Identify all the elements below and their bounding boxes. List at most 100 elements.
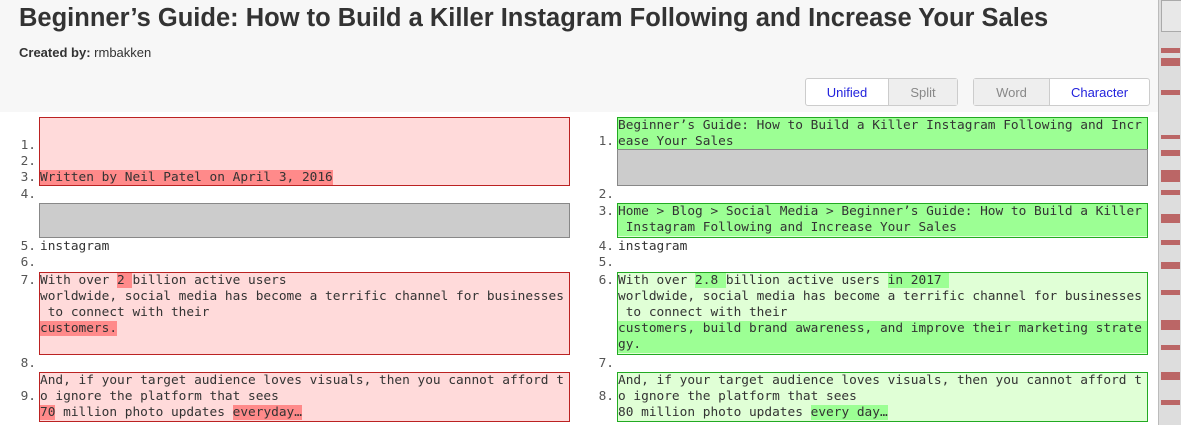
diff-line: 4. instagram	[599, 239, 1147, 255]
line-text: worldwide, social media has become a ter…	[40, 289, 564, 304]
line-number: 4.	[20, 187, 36, 202]
line-text: worldwide, social media has become a ter…	[618, 289, 1142, 304]
diff-line: to connect with their	[618, 305, 1147, 321]
diff-line: 2.	[21, 154, 569, 170]
line-number: 9.	[20, 389, 36, 404]
line-text: ease Your Sales	[618, 134, 734, 149]
diff-line: 7.	[599, 356, 1147, 372]
line-text: And, if your target audience loves visua…	[40, 373, 564, 388]
inserted-text: in 2017	[887, 273, 950, 288]
diff-line: 70 million photo updates everyday…	[40, 405, 569, 421]
line-number: 3.	[20, 170, 36, 185]
created-by-label: Created by:	[19, 45, 91, 60]
inserted-text: 2.8	[695, 273, 726, 288]
line-number: 2.	[20, 154, 36, 169]
inserted-block: Beginner’s Guide: How to Build a Killer …	[599, 117, 1148, 150]
diff-line: 5. instagram	[21, 239, 569, 255]
line-text: With over	[618, 273, 696, 288]
deleted-text: customers.	[40, 321, 118, 336]
unchanged-line: 5.	[599, 254, 1148, 271]
unchanged-line: 4.	[21, 186, 570, 203]
deleted-text: everyday…	[232, 405, 302, 420]
view-toggle: Unified Split	[805, 78, 958, 106]
character-button[interactable]: Character	[1049, 79, 1149, 105]
diff-minimap-scrollbar[interactable]	[1158, 0, 1181, 425]
inserted-block: 6.With over 2.8 billion active users in …	[599, 272, 1148, 355]
created-by: Created by: rmbakken	[19, 45, 151, 60]
diff-line: And, if your target audience loves visua…	[40, 373, 569, 389]
diff-line: gy.	[618, 337, 1147, 353]
line-text: instagram	[40, 239, 110, 254]
line-number: 1.	[20, 138, 36, 153]
line-number: 2.	[598, 187, 614, 202]
line-text: Beginner’s Guide: How to Build a Killer …	[618, 118, 1142, 133]
inserted-block: 3. Home > Blog > Social Media > Beginner’…	[599, 203, 1148, 238]
diff-line: to connect with their	[40, 305, 569, 321]
diff-line: 4.	[21, 187, 569, 203]
line-text: o ignore the platform that sees	[618, 389, 857, 404]
diff-line	[40, 122, 569, 138]
diff-line: 1.	[21, 138, 569, 154]
created-by-value: rmbakken	[94, 45, 152, 60]
diff-line: 3. Home > Blog > Social Media > Beginner’…	[599, 204, 1147, 220]
split-button[interactable]: Split	[888, 79, 957, 105]
line-text: o ignore the platform that sees	[40, 389, 279, 404]
word-button[interactable]: Word	[974, 79, 1049, 105]
diff-line: worldwide, social media has become a ter…	[40, 289, 569, 305]
line-number: 1.	[598, 134, 614, 149]
diff-line: 3.Written by Neil Patel on April 3, 2016	[21, 170, 569, 186]
diff-line: worldwide, social media has become a ter…	[618, 289, 1147, 305]
line-text: gy.	[618, 337, 642, 352]
line-number: 5.	[20, 239, 36, 254]
diff-line: 80 million photo updates every day…	[618, 405, 1147, 421]
deleted-block: And, if your target audience loves visua…	[21, 372, 570, 422]
line-text: to connect with their	[618, 305, 788, 320]
line-text: Home > Blog > Social Media > Beginner’s …	[618, 204, 1142, 219]
unchanged-line: 4. instagram	[599, 238, 1148, 255]
deleted-text: 2	[117, 273, 133, 288]
line-number: 4.	[598, 239, 614, 254]
deleted-text: 70	[40, 405, 56, 420]
inserted-block: And, if your target audience loves visua…	[599, 372, 1148, 422]
unified-button[interactable]: Unified	[826, 84, 868, 100]
line-text: And, if your target audience loves visua…	[618, 373, 1142, 388]
line-text: customers, build brand awareness, and im…	[618, 321, 1142, 336]
line-number: 3.	[598, 204, 614, 219]
page-title: Beginner’s Guide: How to Build a Killer …	[19, 4, 1049, 32]
line-number: 6.	[20, 255, 36, 270]
diff-line: Beginner’s Guide: How to Build a Killer …	[618, 118, 1147, 134]
deleted-block: 1.2.3.Written by Neil Patel on April 3, …	[21, 117, 570, 186]
unchanged-line: 2.	[599, 186, 1148, 203]
line-number: 8.	[598, 389, 614, 404]
diff-line: Instagram Following and Increase Your Sa…	[618, 220, 1147, 236]
line-text: billion active users	[725, 273, 888, 288]
inserted-text: every day…	[810, 405, 888, 420]
granularity-toggle: Word Character	[973, 78, 1150, 106]
line-text: million photo updates	[55, 405, 233, 420]
line-text: Instagram Following and Increase Your Sa…	[618, 220, 957, 235]
minimap-viewport[interactable]	[1161, 0, 1181, 32]
diff-line: customers, build brand awareness, and im…	[618, 321, 1147, 337]
line-text: billion active users	[132, 273, 287, 288]
diff-line: customers.	[40, 321, 569, 337]
unchanged-line: 7.	[599, 355, 1148, 372]
diff-line: 5.	[599, 255, 1147, 271]
diff-line: 2.	[599, 187, 1147, 203]
page-header: Beginner’s Guide: How to Build a Killer …	[0, 0, 1158, 112]
diff-line: 6.With over 2.8 billion active users in …	[599, 273, 1147, 289]
line-text: to connect with their	[40, 305, 210, 320]
diff-line: 1. ease Your Sales	[599, 134, 1147, 150]
unchanged-line: 8.	[21, 355, 570, 372]
line-number: 7.	[20, 273, 36, 288]
filler-block	[617, 149, 1148, 186]
filler-block	[39, 203, 570, 238]
diff-line: 6.	[21, 255, 569, 271]
line-number: 5.	[598, 255, 614, 270]
diff-line: 8.	[21, 356, 569, 372]
diff-line: 8. o ignore the platform that sees	[599, 389, 1147, 405]
line-text: instagram	[618, 239, 688, 254]
line-number: 8.	[20, 356, 36, 371]
diff-line: 7.With over 2 billion active users	[21, 273, 569, 289]
line-number: 7.	[598, 356, 614, 371]
